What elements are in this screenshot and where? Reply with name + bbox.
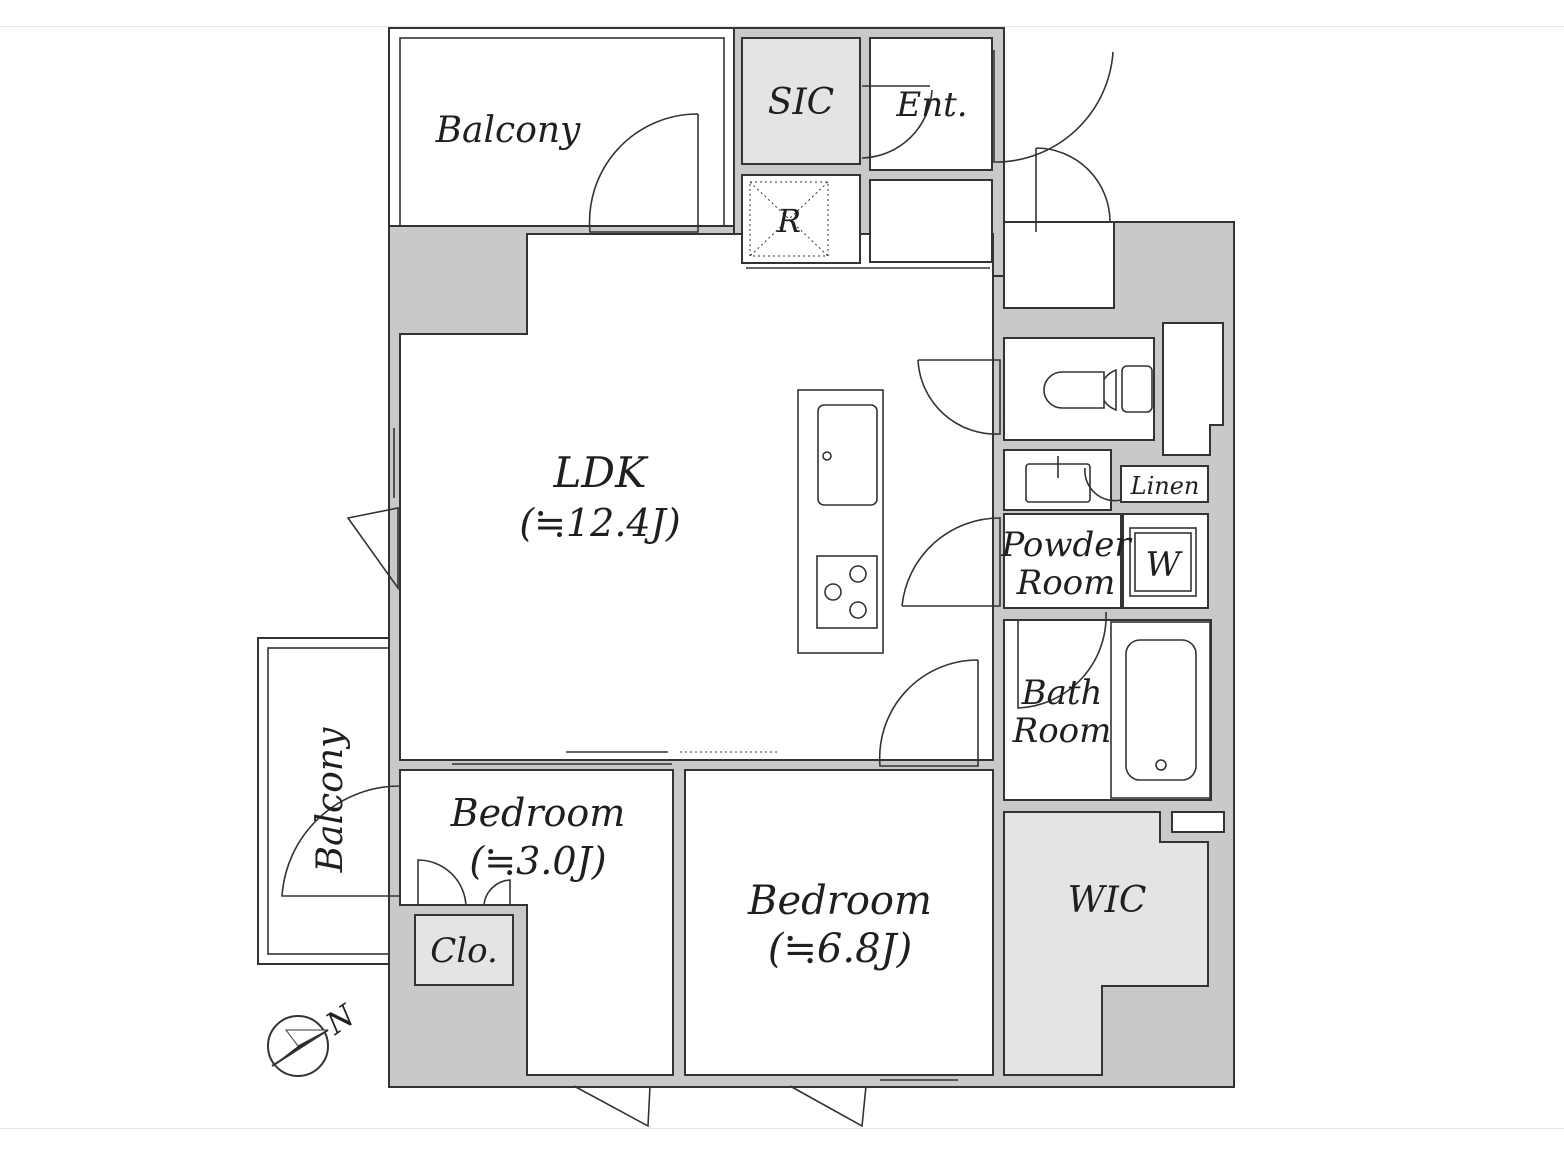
- balcony-side-label: Balcony: [310, 727, 351, 873]
- balcony-side-rail: [267, 647, 390, 955]
- wic-shelf: [1171, 811, 1225, 833]
- sink-drain-icon: [822, 451, 832, 461]
- refrigerator-space: [741, 174, 861, 264]
- washer-label: W: [1146, 545, 1184, 585]
- entrance-storage: [869, 179, 993, 263]
- bedroom-small-window-door: [573, 1085, 651, 1128]
- entry-porch-box: [1003, 221, 1115, 309]
- bath-door-swing: [1017, 611, 1107, 709]
- balcony-top-label: Balcony: [435, 110, 581, 151]
- bathtub-icon: [1125, 639, 1197, 781]
- entrance-label: Ent.: [895, 85, 967, 125]
- bedroom-large-door-swing: [878, 659, 979, 767]
- balcony-top-rail: [399, 37, 725, 227]
- linen-door-swing: [1084, 467, 1122, 502]
- balcony-side: [257, 637, 390, 965]
- closet-label: Clo.: [430, 931, 498, 971]
- washer-inner: [1134, 532, 1192, 592]
- linen-label: Linen: [1130, 472, 1200, 500]
- ldk-size-label: (≒12.4J): [519, 501, 680, 545]
- balcony-door-swing: [588, 113, 699, 233]
- burner-icon: [849, 601, 867, 619]
- wic-label: WIC: [1068, 880, 1147, 921]
- toilet-door-swing: [917, 359, 1001, 435]
- bedroom-large-label: Bedroom: [747, 878, 932, 924]
- balcony-side-door-swing: [281, 785, 401, 897]
- refrigerator-label: R: [776, 202, 801, 240]
- powder-door-swing: [901, 517, 1001, 607]
- sic-label: SIC: [768, 82, 834, 123]
- powder-room-label-1: Powder: [1000, 525, 1132, 565]
- porch-door-swing: [1035, 147, 1111, 232]
- balcony-top: [388, 27, 735, 227]
- bottom-divider: [0, 1128, 1564, 1129]
- kitchen-sink-icon: [817, 404, 878, 506]
- closet-door-left: [417, 859, 467, 907]
- linen-closet: [1120, 465, 1209, 503]
- entrance-room: [869, 37, 993, 171]
- bath-drain-icon: [1155, 759, 1167, 771]
- shaft-box: [1162, 322, 1224, 456]
- bath-room-label-1: Bath: [1021, 673, 1103, 713]
- powder-room-label-2: Room: [1016, 563, 1116, 603]
- powder-room: [1003, 513, 1122, 609]
- refrigerator-outline: [749, 181, 829, 257]
- bath-room-label-2: Room: [1012, 711, 1112, 751]
- toilet-seat-icon: [1043, 371, 1105, 409]
- bedroom-large: [684, 769, 994, 1076]
- ldk-side-door: [346, 507, 399, 591]
- burner-icon: [824, 583, 842, 601]
- bedroom-large-size-label: (≒6.8J): [768, 926, 912, 972]
- compass-icon: [267, 1015, 329, 1077]
- toilet-tank-icon: [1121, 365, 1153, 413]
- burner-icon: [849, 565, 867, 583]
- bedroom-large-window-door: [789, 1085, 867, 1128]
- closet-door-right: [483, 879, 511, 906]
- closet: [414, 914, 514, 986]
- bedroom-small: [399, 769, 674, 1076]
- top-divider: [0, 26, 1564, 27]
- entrance-door-swing: [993, 50, 1114, 163]
- sic-door-swing: [861, 85, 933, 159]
- ldk-label: LDK: [553, 448, 650, 497]
- bedroom-small-size-label: (≒3.0J): [469, 839, 606, 883]
- wic-room: [1003, 811, 1209, 1076]
- bedroom-small-label: Bedroom: [450, 791, 626, 835]
- sic-room: [741, 37, 861, 165]
